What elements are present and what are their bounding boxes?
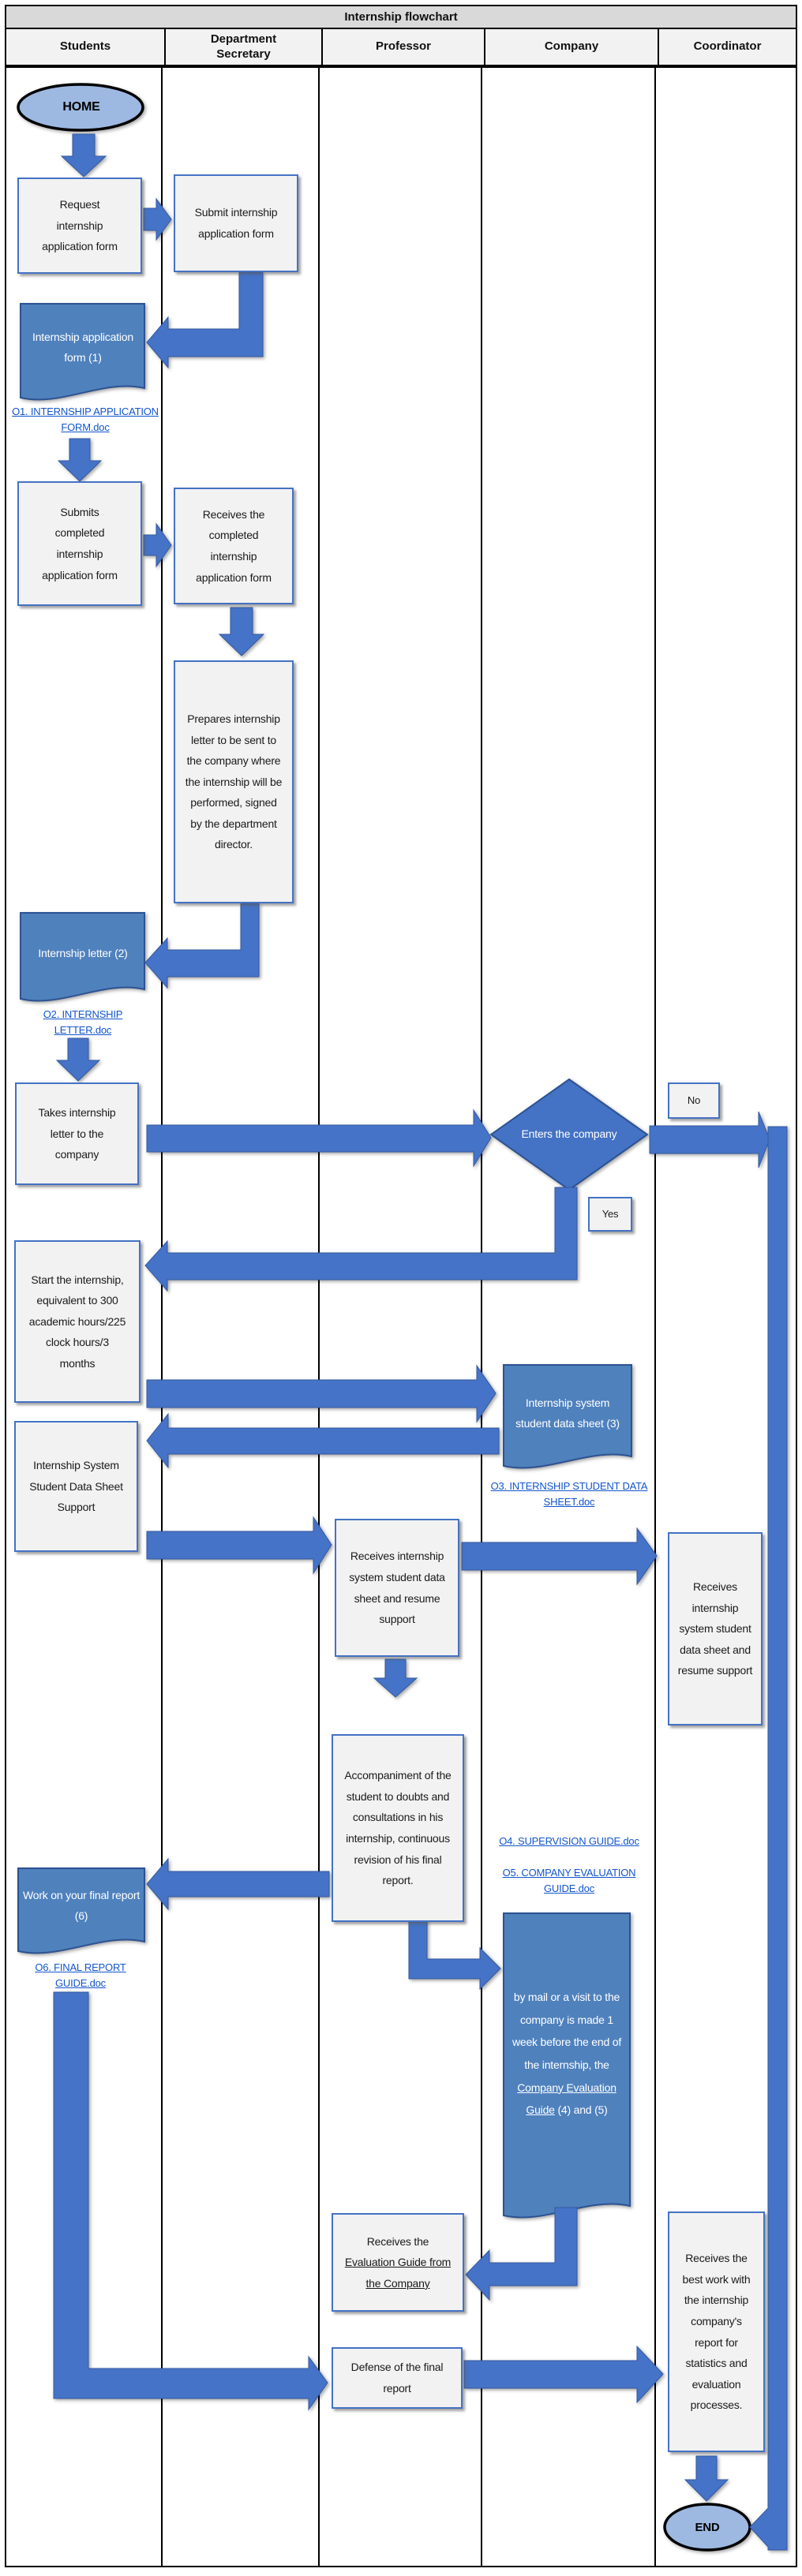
mail-doc-prefix: by mail or a visit to the company is mad… [512, 1990, 622, 2071]
title-text: Internship flowchart [344, 10, 458, 24]
submits-completed-box: Submits completed internship application… [17, 481, 142, 606]
enters-company-label: Enters the company [521, 1127, 617, 1141]
o2-doc-link[interactable]: O2. INTERNSHIP LETTER.doc [43, 1008, 123, 1037]
prepares-letter-box: Prepares internship letter to be sent to… [174, 660, 294, 903]
datasheet-doc-label: Internship system student data sheet (3) [515, 1396, 620, 1430]
no-label-box: No [668, 1082, 720, 1119]
end-terminal-label: END [695, 2520, 720, 2534]
lane-header-secretary: Department Secretary [164, 29, 321, 65]
evaluation-guide-link[interactable]: Evaluation Guide from the Company [344, 2256, 452, 2290]
defense-box: Defense of the final report [332, 2347, 463, 2409]
lane-header-professor: Professor [321, 29, 484, 65]
lane-divider-3 [481, 68, 482, 2567]
page-title: Internship flowchart [5, 5, 797, 29]
takes-letter-box: Takes internship letter to the company [15, 1082, 139, 1185]
lane-header-row: Students Department Secretary Professor … [5, 29, 797, 68]
professor-receives-box: Receives internship system student data … [335, 1519, 459, 1657]
datasheet-support-box: Internship System Student Data Sheet Sup… [14, 1421, 138, 1552]
lane-header-students: Students [59, 39, 111, 54]
mail-visit-doc-label: by mail or a visit to the company is mad… [508, 1924, 625, 2184]
best-work-box: Receives the best work with the internsh… [668, 2211, 765, 2452]
lane-header-company: Company [484, 29, 658, 65]
start-internship-box: Start the internship, equivalent to 300 … [14, 1240, 141, 1403]
receives-completed-box: Receives the completed internship applic… [174, 488, 294, 604]
request-form-box: Request internship application form [17, 178, 142, 274]
home-terminal-label: HOME [62, 100, 100, 114]
lane-divider-4 [654, 68, 656, 2567]
receives-eval-guide-box: Receives the Evaluation Guide from the C… [332, 2213, 464, 2312]
o6-doc-link[interactable]: O6. FINAL REPORT GUIDE.doc [35, 1961, 126, 1990]
lane-divider-2 [318, 68, 320, 2567]
coordinator-receives-box: Receives internship system student data … [668, 1532, 763, 1725]
application-form-doc-label: Internship application form (1) [32, 331, 133, 364]
internship-letter-doc-label: Internship letter (2) [38, 947, 128, 960]
o4-doc-link[interactable]: O4. SUPERVISION GUIDE.doc [499, 1835, 639, 1847]
submit-form-box: Submit internship application form [174, 174, 298, 272]
final-report-doc-label: Work on your final report (6) [22, 1889, 141, 1922]
lane-header-coordinator: Coordinator [658, 29, 796, 65]
o5-doc-link[interactable]: O5. COMPANY EVALUATION GUIDE.doc [502, 1867, 636, 1895]
mail-doc-suffix: (4) and (5) [554, 2103, 608, 2117]
o3-doc-link[interactable]: O3. INTERNSHIP STUDENT DATA SHEET.doc [490, 1480, 648, 1509]
lane-divider-1 [161, 68, 163, 2567]
o1-doc-link[interactable]: O1. INTERNSHIP APPLICATION FORM.doc [12, 406, 159, 434]
receives-eval-prefix: Receives the [366, 2234, 429, 2248]
accompaniment-box: Accompaniment of the student to doubts a… [332, 1734, 464, 1922]
yes-label-box: Yes [588, 1197, 632, 1232]
